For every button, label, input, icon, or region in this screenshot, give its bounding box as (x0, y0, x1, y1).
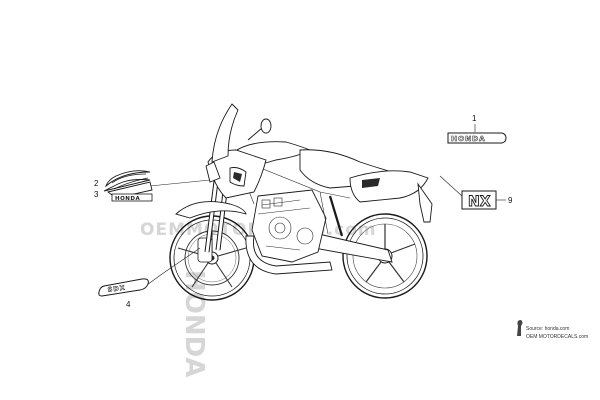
decal-nx-emblem: NX (461, 190, 497, 210)
callout-3: 3 (94, 190, 99, 199)
nx-emblem-text: NX (468, 194, 491, 210)
callout-4: 4 (126, 300, 131, 309)
fork-emblem-text: SDX (107, 284, 126, 294)
rear-cowl (349, 170, 429, 203)
decal-honda-wing: HONDA (103, 170, 153, 202)
headlight (205, 161, 221, 183)
exhaust-pipe (245, 235, 333, 275)
motorcycle-illustration (169, 103, 433, 301)
callout-1: 1 (472, 114, 477, 123)
source-line-2: OEM MOTORDECALS.com (526, 334, 588, 340)
rear-shock (328, 195, 344, 237)
watermark-side-text: HONDA (179, 270, 209, 377)
wing-emblem-text: HONDA (115, 196, 140, 202)
windscreen (211, 103, 239, 163)
source-credit: Source: honda.com OEM MOTORDECALS.com (517, 320, 588, 340)
engine (251, 189, 327, 263)
callout-9: 9 (508, 196, 513, 205)
wordmark-text: HONDA (451, 134, 486, 143)
mirror (247, 118, 272, 141)
source-line-1: Source: honda.com (526, 326, 569, 332)
credit-logo-icon (517, 320, 523, 336)
decal-fork-emblem: SDX (98, 278, 149, 297)
decal-honda-wordmark: HONDA (447, 132, 507, 144)
callout-2: 2 (94, 179, 99, 188)
rear-fender (417, 182, 433, 223)
front-fender (175, 201, 247, 219)
